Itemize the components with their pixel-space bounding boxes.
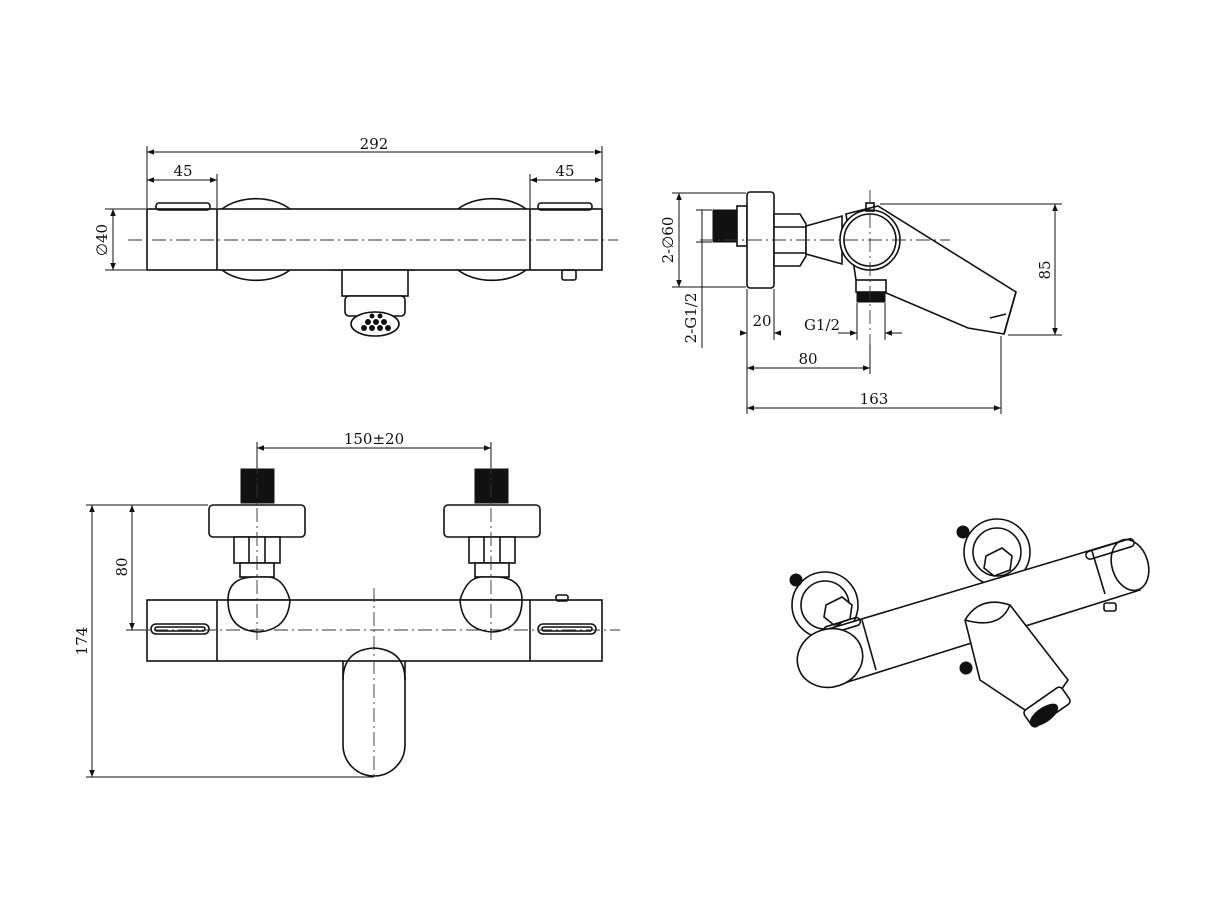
dim-inlet-height: 80 bbox=[113, 557, 131, 576]
mixer-body-top bbox=[146, 208, 603, 271]
dim-thread: 2-G1/2 bbox=[682, 293, 700, 344]
dim-flange-width: 20 bbox=[752, 312, 771, 330]
dim-total-height: 174 bbox=[73, 627, 91, 656]
dim-flange-diameter: 2-∅60 bbox=[659, 217, 677, 264]
dim-depth: 163 bbox=[860, 390, 889, 408]
side-view: 2-∅60 2-G1/2 20 G1/2 80 163 85 bbox=[659, 190, 1062, 414]
dim-diameter: ∅40 bbox=[93, 224, 111, 256]
mixer-body-front bbox=[146, 599, 603, 662]
end-cap-icon bbox=[796, 627, 864, 689]
dim-height: 85 bbox=[1036, 260, 1054, 279]
top-view: 292 45 45 ∅40 bbox=[93, 135, 618, 337]
front-view: 150±20 80 174 bbox=[73, 430, 620, 780]
dim-overall-length: 292 bbox=[360, 135, 389, 153]
dim-outlet-thread: G1/2 bbox=[804, 316, 840, 334]
isometric-view bbox=[789, 518, 1150, 728]
right-handle-grip-icon bbox=[537, 623, 597, 635]
dim-right-handle: 45 bbox=[555, 162, 574, 180]
dim-center-distance: 150±20 bbox=[344, 430, 404, 448]
dim-left-handle: 45 bbox=[173, 162, 192, 180]
left-handle-grip-icon bbox=[150, 623, 210, 635]
dim-outlet-distance: 80 bbox=[798, 350, 817, 368]
